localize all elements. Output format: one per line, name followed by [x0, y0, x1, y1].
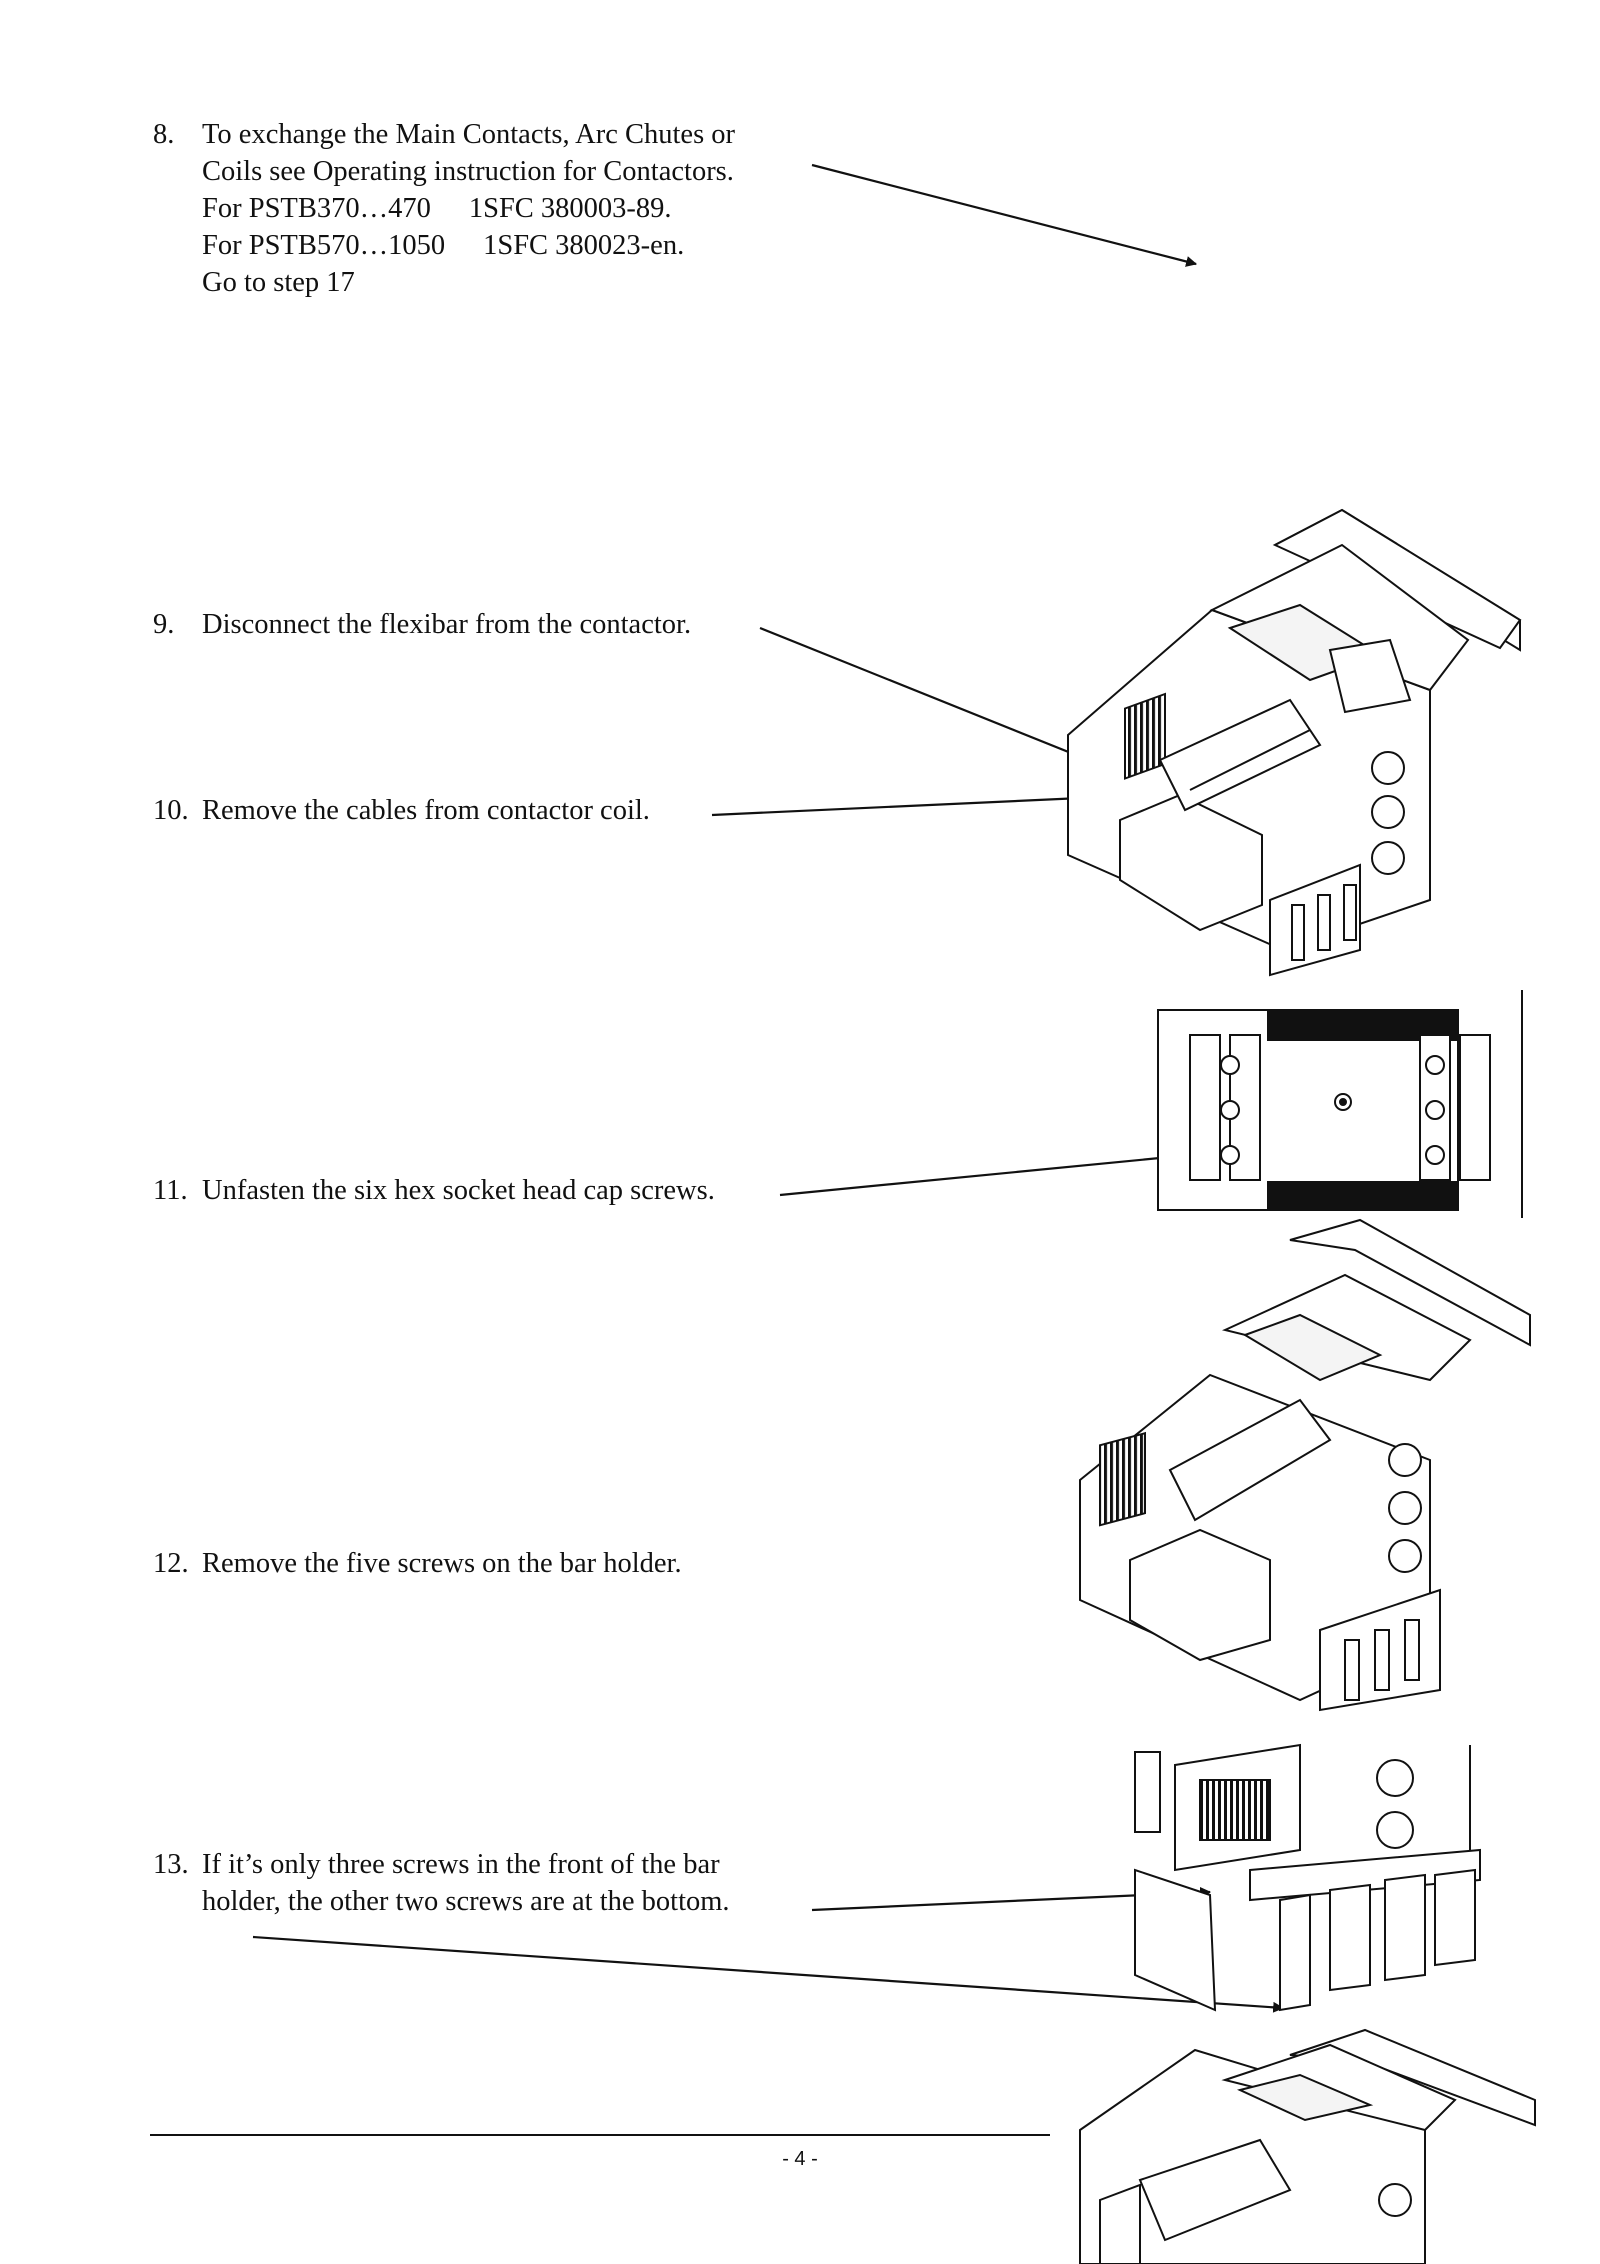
step-8-line-5: Go to step 17	[202, 267, 355, 298]
step-number: 8.	[153, 119, 175, 150]
step-13-line-1: If it’s only three screws in the front o…	[202, 1849, 720, 1880]
contactor-top-view-figure	[1157, 990, 1523, 1218]
step-8-line-4: For PSTB570…1050	[202, 230, 446, 261]
step-10-text: Remove the cables from contactor coil.	[202, 795, 650, 826]
leader-arrow-step-11	[779, 1146, 1234, 1197]
softstarter-isometric-figure-1	[1067, 508, 1522, 977]
step-number: 9.	[153, 609, 175, 640]
step-9-text: Disconnect the flexibar from the contact…	[202, 609, 692, 640]
step-number: 11.	[153, 1175, 188, 1206]
leader-arrow-step-8	[811, 163, 1198, 267]
step-11-text: Unfasten the six hex socket head cap scr…	[202, 1175, 715, 1206]
bar-holder-closeup-figure	[1134, 1743, 1481, 2012]
softstarter-isometric-figure-2	[1079, 1218, 1531, 1712]
step-8-line-1: To exchange the Main Contacts, Arc Chute…	[202, 119, 736, 150]
step-13-line-2: holder, the other two screws are at the …	[202, 1886, 730, 1917]
step-12-text: Remove the five screws on the bar holder…	[202, 1548, 682, 1579]
step-8-ref-2: 1SFC 380023-en.	[483, 230, 685, 261]
page-number: - 4 -	[782, 2148, 818, 2170]
step-number: 13.	[153, 1849, 189, 1880]
step-number: 10.	[153, 795, 189, 826]
softstarter-isometric-figure-3	[1079, 2028, 1536, 2264]
step-number: 12.	[153, 1548, 189, 1579]
step-8-ref-1: 1SFC 380003-89.	[468, 193, 672, 224]
footer-rule	[150, 2134, 1050, 2136]
step-8-line-2: Coils see Operating instruction for Cont…	[202, 156, 734, 187]
leader-arrow-step-13b	[252, 1935, 1285, 2013]
step-8-line-3: For PSTB370…470	[202, 193, 431, 224]
